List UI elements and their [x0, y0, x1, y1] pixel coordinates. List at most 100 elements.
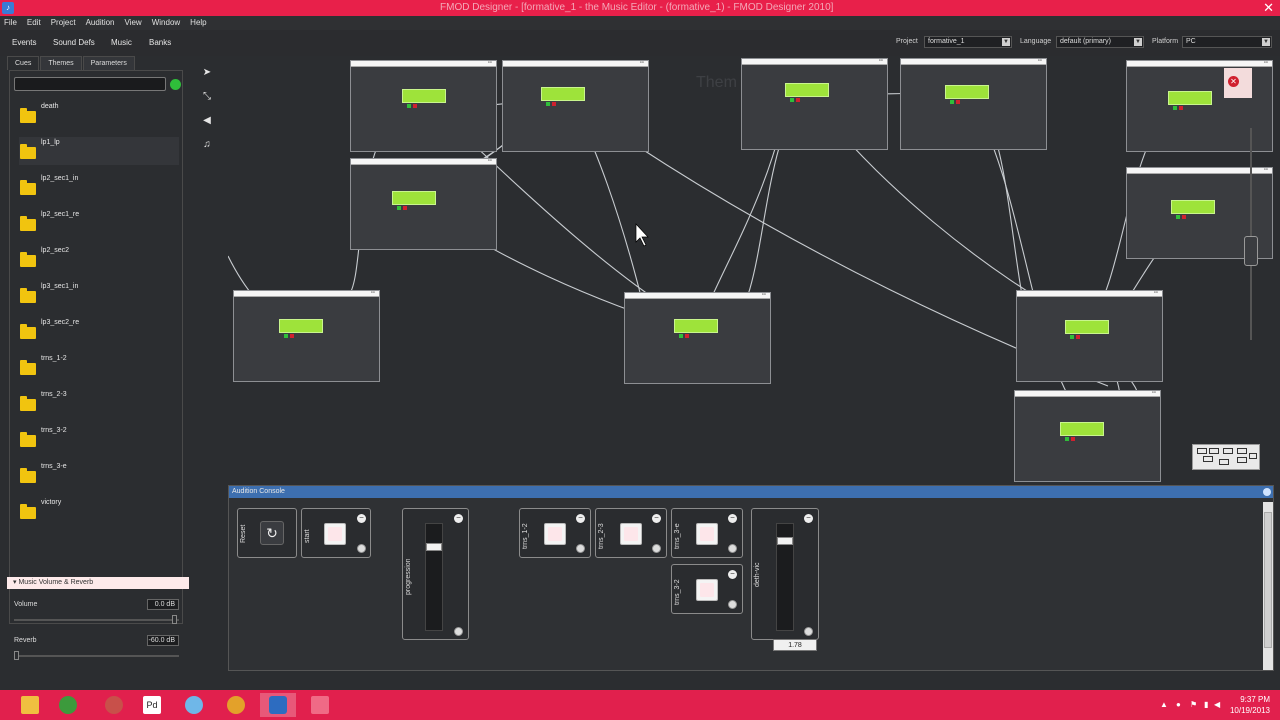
- volume-slider-thumb[interactable]: [172, 615, 177, 624]
- menu-audition[interactable]: Audition: [85, 18, 115, 27]
- node-header[interactable]: ▫▫: [503, 60, 648, 67]
- node-header[interactable]: ▫▫: [351, 60, 496, 67]
- tray-chevron-icon[interactable]: ▲: [1160, 700, 1168, 709]
- taskbar-explorer[interactable]: [12, 693, 48, 717]
- remove-icon[interactable]: −: [454, 514, 463, 523]
- cue-item[interactable]: trns_3-e: [19, 461, 179, 489]
- progression-fader[interactable]: [425, 523, 443, 631]
- taskbar-app-8[interactable]: [302, 693, 338, 717]
- tab-music[interactable]: Music: [111, 38, 132, 47]
- settings-knob-icon[interactable]: [652, 544, 661, 553]
- tab-banks[interactable]: Banks: [149, 38, 172, 47]
- language-selector[interactable]: Language default (primary) ▼: [1020, 36, 1144, 48]
- project-dropdown[interactable]: formative_1 ▼: [924, 36, 1012, 48]
- node-header[interactable]: ▫▫: [1127, 60, 1272, 67]
- menu-file[interactable]: File: [4, 18, 17, 27]
- cue-box[interactable]: [392, 191, 436, 210]
- search-input[interactable]: [14, 77, 166, 91]
- cue-item[interactable]: lp1_lp: [19, 137, 179, 165]
- remove-icon[interactable]: −: [357, 514, 366, 523]
- remove-icon[interactable]: −: [652, 514, 661, 523]
- search-go-icon[interactable]: [170, 79, 181, 90]
- tab-themes[interactable]: Themes: [40, 56, 82, 70]
- cue-box[interactable]: [1060, 422, 1104, 441]
- deth-vic-fader[interactable]: [776, 523, 794, 631]
- cue-box[interactable]: [1065, 320, 1109, 339]
- platform-selector[interactable]: Platform PC ▼: [1152, 36, 1272, 48]
- remove-icon[interactable]: −: [728, 514, 737, 523]
- project-selector[interactable]: Project formative_1 ▼: [896, 36, 1012, 48]
- tab-sound-defs[interactable]: Sound Defs: [53, 38, 95, 47]
- node-close-icon[interactable]: ▫▫: [639, 60, 644, 66]
- system-clock[interactable]: 9:37 PM 10/19/2013: [1226, 694, 1270, 716]
- cue-box[interactable]: [279, 319, 323, 338]
- tray-volume-icon[interactable]: ◀: [1214, 700, 1221, 709]
- close-icon[interactable]: ✕: [1263, 0, 1274, 15]
- cue-box[interactable]: [402, 89, 446, 108]
- canvas-minimap[interactable]: [1192, 444, 1260, 470]
- cue-item[interactable]: trns_3-2: [19, 425, 179, 453]
- cue-item[interactable]: victory: [19, 497, 179, 525]
- taskbar-app-5[interactable]: [176, 693, 212, 717]
- cue-item[interactable]: trns_1-2: [19, 353, 179, 381]
- progression-fader-thumb[interactable]: [426, 543, 442, 551]
- start-trigger-pad[interactable]: [324, 523, 346, 545]
- theme-node[interactable]: ▫▫: [900, 58, 1047, 150]
- settings-knob-icon[interactable]: [728, 544, 737, 553]
- node-header[interactable]: ▫▫: [742, 58, 887, 65]
- theme-node[interactable]: ▫▫: [1014, 390, 1161, 482]
- trns-1-2-pad[interactable]: [544, 523, 566, 545]
- node-close-icon[interactable]: ▫▫: [487, 158, 492, 164]
- volume-slider[interactable]: [14, 619, 179, 621]
- music-note-tool-icon[interactable]: ♫: [203, 139, 211, 150]
- menu-view[interactable]: View: [124, 18, 142, 27]
- link-tool-icon[interactable]: ⤡: [203, 91, 211, 102]
- cue-item[interactable]: lp2_sec2: [19, 245, 179, 273]
- settings-knob-icon[interactable]: [576, 544, 585, 553]
- cue-box[interactable]: [945, 85, 989, 104]
- menu-edit[interactable]: Edit: [26, 18, 41, 27]
- platform-dropdown[interactable]: PC ▼: [1182, 36, 1272, 48]
- pointer-tool-icon[interactable]: ➤: [202, 67, 212, 78]
- theme-node[interactable]: ▫▫: [741, 58, 888, 150]
- settings-knob-icon[interactable]: [728, 600, 737, 609]
- speaker-tool-icon[interactable]: ◀: [203, 115, 211, 126]
- taskbar-app-3[interactable]: [96, 693, 132, 717]
- node-close-icon[interactable]: ▫▫: [1037, 58, 1042, 64]
- cue-box[interactable]: [541, 87, 585, 106]
- node-header[interactable]: ▫▫: [351, 158, 496, 165]
- cue-box[interactable]: [1168, 91, 1212, 110]
- node-header[interactable]: ▫▫: [1017, 290, 1162, 297]
- deth-vic-value[interactable]: 1.78: [773, 639, 817, 651]
- console-scrollbar-thumb[interactable]: [1264, 512, 1272, 648]
- language-dropdown[interactable]: default (primary) ▼: [1056, 36, 1144, 48]
- tab-cues[interactable]: Cues: [7, 56, 40, 70]
- taskbar-fmod[interactable]: [260, 693, 296, 717]
- cue-box[interactable]: [674, 319, 718, 338]
- reverb-slider-thumb[interactable]: [14, 651, 19, 660]
- taskbar-chrome-2[interactable]: [218, 693, 254, 717]
- delete-icon[interactable]: ✕: [1228, 76, 1239, 87]
- tab-parameters[interactable]: Parameters: [82, 56, 135, 70]
- remove-icon[interactable]: −: [728, 570, 737, 579]
- cue-item[interactable]: trns_2-3: [19, 389, 179, 417]
- node-header[interactable]: ▫▫: [1015, 390, 1160, 397]
- zoom-slider[interactable]: [1250, 128, 1252, 340]
- reset-button[interactable]: ↻: [260, 521, 284, 545]
- settings-knob-icon[interactable]: [357, 544, 366, 553]
- theme-node[interactable]: ▫▫: [350, 60, 497, 152]
- menu-window[interactable]: Window: [151, 18, 181, 27]
- node-close-icon[interactable]: ▫▫: [1263, 60, 1268, 66]
- cue-item[interactable]: lp2_sec1_re: [19, 209, 179, 237]
- node-close-icon[interactable]: ▫▫: [487, 60, 492, 66]
- node-delete-popup[interactable]: ✕: [1224, 68, 1252, 98]
- menu-project[interactable]: Project: [50, 18, 76, 27]
- theme-canvas[interactable]: Them ▫▫ ▫▫ ▫▫: [228, 56, 1280, 484]
- volume-value-field[interactable]: 0.0 dB: [147, 599, 179, 610]
- settings-knob-icon[interactable]: [454, 627, 463, 636]
- tab-events[interactable]: Events: [12, 38, 37, 47]
- console-menu-icon[interactable]: [1263, 488, 1271, 496]
- theme-node[interactable]: ▫▫: [233, 290, 380, 382]
- remove-icon[interactable]: −: [576, 514, 585, 523]
- trns-3-e-pad[interactable]: [696, 523, 718, 545]
